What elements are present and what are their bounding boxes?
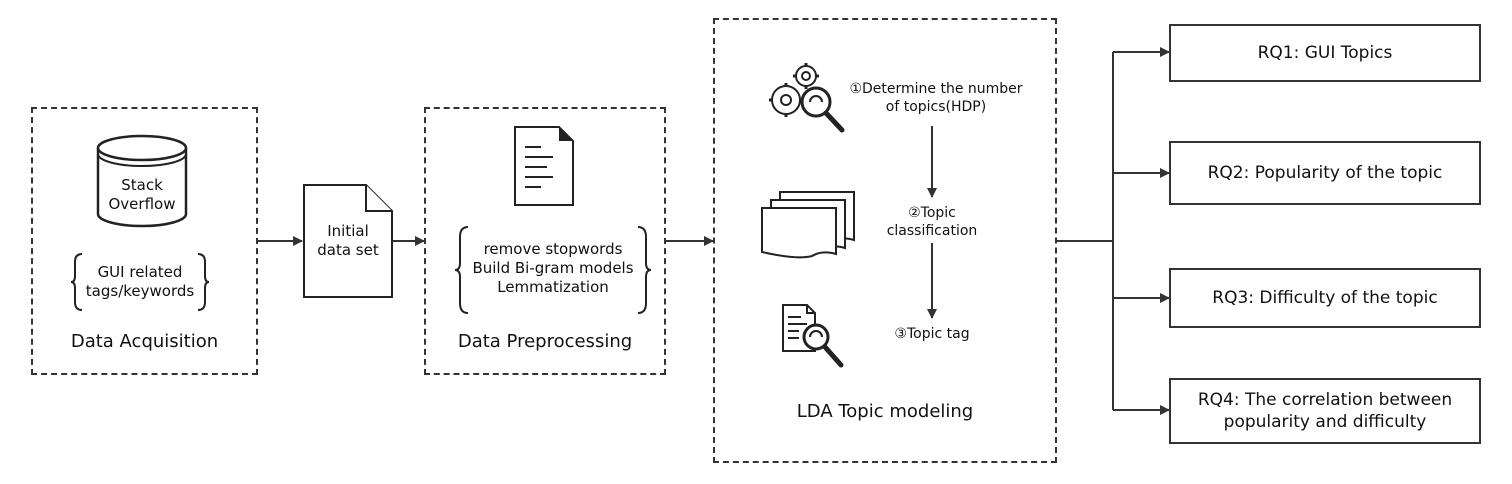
steps-brace-right xyxy=(637,226,652,314)
gears-magnifier-icon xyxy=(769,63,845,133)
data-preprocessing-title: Data Preprocessing xyxy=(457,331,633,352)
lda-step-1: ①Determine the number of topics(HDP) xyxy=(835,80,1037,116)
stacked-pages-icon xyxy=(761,191,855,259)
rq3-box: RQ3: Difficulty of the topic xyxy=(1169,268,1481,328)
preprocessing-step-3: Lemmatization xyxy=(497,278,609,296)
document-magnifier-icon xyxy=(782,304,844,368)
lda-step-3: ③Topic tag xyxy=(894,326,970,342)
tags-label: GUI related tags/keywords xyxy=(80,263,200,301)
preprocessing-step-2: Build Bi-gram models xyxy=(472,259,634,277)
document-lines-icon xyxy=(514,126,574,206)
lda-step-1-line1: ①Determine the number xyxy=(849,81,1023,97)
tags-label-line2: tags/keywords xyxy=(85,282,195,300)
database-cylinder-icon xyxy=(96,134,188,228)
data-preprocessing-box xyxy=(424,107,666,375)
lda-box xyxy=(713,18,1057,463)
rq2-box: RQ2: Popularity of the topic xyxy=(1169,141,1481,205)
tags-label-line1: GUI related xyxy=(97,263,183,281)
rq3-line1: RQ3: Difficulty of the topic xyxy=(1212,288,1438,308)
database-label: Stack Overflow xyxy=(96,176,188,214)
lda-step-2-line1: ②Topic xyxy=(908,205,956,221)
lda-step-2: ②Topic classification xyxy=(870,204,994,240)
database-label-line2: Overflow xyxy=(108,195,176,213)
rq4-line2: popularity and difficulty xyxy=(1223,412,1427,432)
lda-step-1-line2: of topics(HDP) xyxy=(885,99,987,115)
initial-data-label: Initial data set xyxy=(302,222,394,260)
rq1-line1: RQ1: GUI Topics xyxy=(1257,43,1393,63)
lda-step-2-line2: classification xyxy=(886,223,978,239)
document-icon xyxy=(303,184,393,298)
tags-brace-right xyxy=(197,253,210,311)
preprocessing-step-1: remove stopwords xyxy=(483,240,623,258)
preprocessing-steps: remove stopwords Build Bi-gram models Le… xyxy=(466,240,640,297)
initial-data-line2: data set xyxy=(317,241,379,259)
steps-brace-left xyxy=(454,226,469,314)
rq4-line1: RQ4: The correlation between xyxy=(1197,390,1453,410)
data-acquisition-box xyxy=(31,107,258,375)
database-label-line1: Stack xyxy=(121,176,163,194)
rq1-box: RQ1: GUI Topics xyxy=(1169,24,1481,82)
initial-data-line1: Initial xyxy=(327,222,369,240)
tags-brace-left xyxy=(70,253,83,311)
lda-title: LDA Topic modeling xyxy=(796,401,974,422)
data-acquisition-title: Data Acquisition xyxy=(70,331,219,352)
rq2-line1: RQ2: Popularity of the topic xyxy=(1207,163,1443,183)
rq4-box: RQ4: The correlation between popularity … xyxy=(1169,378,1481,444)
